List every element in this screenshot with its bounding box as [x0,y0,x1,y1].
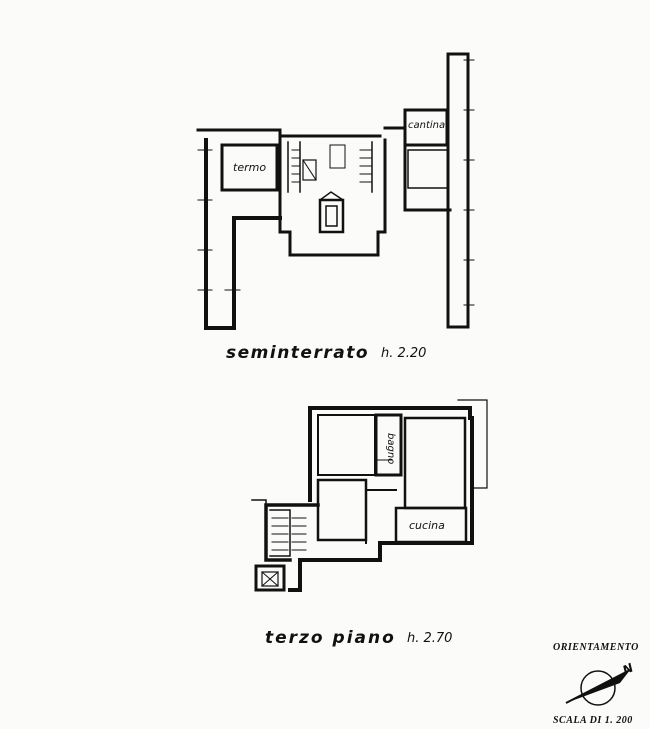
terzo-piano-title: terzo piano [265,628,396,648]
bagno-room [374,413,403,477]
cantina-label: cantina [408,120,446,131]
terzo-piano-plan [251,399,488,592]
termo-room [220,143,279,192]
terzo-piano-height: h. 2.70 [407,631,453,646]
bagno-label: bagno [385,433,396,465]
orientation-label: ORIENTAMENTO [553,642,639,653]
termo-label: termo [233,161,267,174]
cantina-room [403,108,449,147]
seminterrato-plan [196,52,475,330]
scale-label: SCALA DI 1. 200 [553,715,633,726]
cucina-room [394,506,468,544]
lift-shaft [254,564,286,592]
cucina-label: cucina [409,519,445,532]
north-arrow [565,669,631,706]
seminterrato-height: h. 2.20 [381,346,427,361]
seminterrato-title: seminterrato [226,343,369,363]
